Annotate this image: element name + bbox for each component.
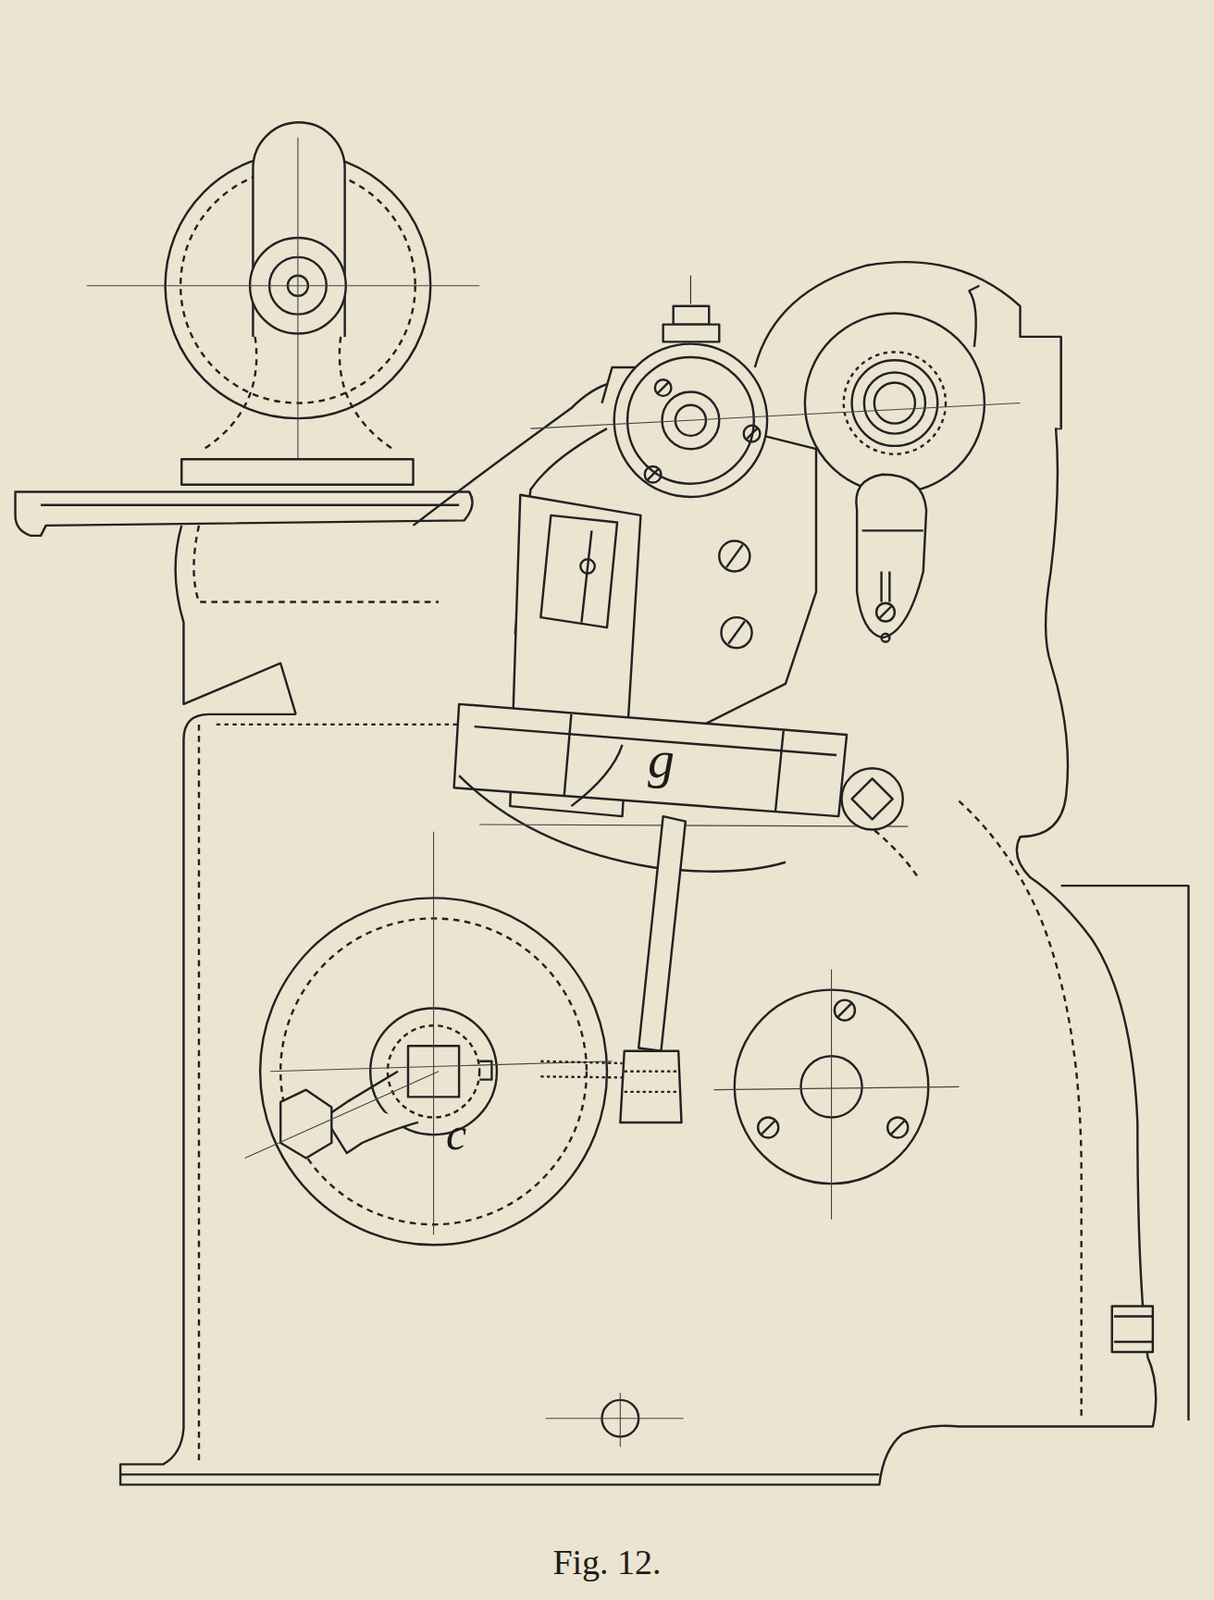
square-boss (842, 768, 904, 830)
frame (120, 336, 1156, 1486)
part-label: c (445, 1110, 467, 1157)
tray (15, 491, 473, 535)
figure-caption: Fig. 12. (421, 1543, 793, 1583)
drive-disk (245, 831, 613, 1246)
part-label: g (647, 732, 675, 787)
link-rod (638, 816, 686, 1052)
flange (714, 969, 960, 1220)
tool-holder (454, 275, 1021, 872)
side-box (1061, 885, 1190, 1421)
handwheel (86, 122, 480, 484)
